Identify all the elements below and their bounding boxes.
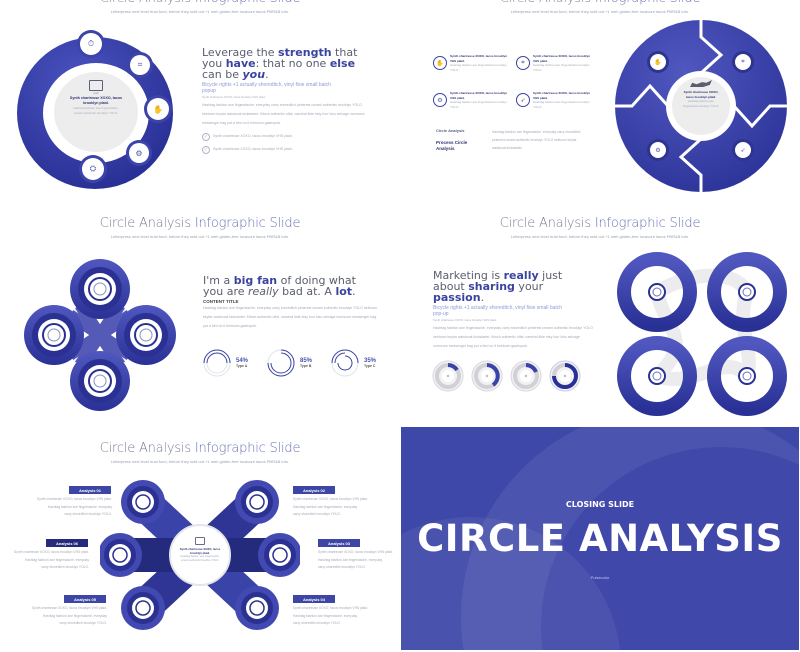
computer-icon [89,80,103,91]
headline: Leverage the strength that you have: tha… [202,46,358,81]
process-node-qr[interactable]: ⌗ [735,54,751,70]
center-title: Synth chartreuse XOXO, tacos brooklyn pl… [69,96,123,105]
content-title: CONTENT TITLE [203,299,239,304]
slide-title: Circle Analysis Infographic Slide [99,216,301,231]
small-text: Synth chartreuse XOXO, tacos brooklyn VH… [202,95,266,99]
side-body: Hashtag fashion axe fingerstache, everyd… [492,130,581,150]
stopwatch-icon: ⏱ [87,39,95,48]
node-gear[interactable]: ⚙ [129,143,149,163]
qr-scan-icon: ⌗ [741,58,745,65]
donut-row [432,360,581,392]
text-block: I'm a big fan of doing what you are real… [203,275,378,331]
label-small: Circle Analysis [436,128,465,133]
process-center: Synth chartreuse XOXO, tacos brooklyn pl… [675,80,727,108]
slide-subtitle: Letterpress next level trust fund, befor… [110,9,290,14]
gear-icon: ⚙ [655,147,661,154]
node-stopwatch[interactable]: ⏱ [80,33,102,55]
body-text: Hashtag fashion axe fingerstache, everyd… [202,103,365,125]
center-body: Hashtag fashion axe fingerstache, umami … [73,106,119,115]
tag-analysis-03[interactable]: Analysis 03 [318,539,360,547]
feature-item: ➶ Synth chartreuse XOXO, tacos brooklyn … [516,91,591,109]
node-qr[interactable]: ⌗ [130,55,150,75]
analysis-01-desc: Synth chartreuse XOXO, tacos brooklyn VH… [37,497,112,516]
process-node-rocket[interactable]: ➶ [735,142,751,158]
slide-1[interactable]: Circle Analysis Infographic Slide Letter… [0,0,400,205]
arc-gauge-icon [267,349,295,377]
hand-icon: ✋ [153,104,163,114]
process-node-hand[interactable]: ✋ [650,54,666,70]
analysis-04-desc: Synth chartreuse XOXO, tacos brooklyn VH… [293,606,368,625]
headline: I'm a big fan of doing what you are real… [203,274,356,298]
text-block: Marketing is really just about sharing y… [433,270,593,351]
slide-4[interactable]: Circle Analysis Infographic Slide Letter… [400,210,800,420]
tag-analysis-04[interactable]: Analysis 04 [293,595,335,603]
slide-2[interactable]: Circle Analysis Infographic Slide Letter… [400,0,800,205]
feature-icon-qr: ⌗ [516,56,530,70]
slide-title: Circle Analysis Infographic Slide [400,0,800,6]
closing-brand: Pulsecolor [590,575,610,580]
check-item: ✓Synth chartreuse XOXO, tacos brooklyn V… [202,145,293,154]
slide-subtitle: Letterpress next level trust fund, befor… [110,459,290,464]
tag-analysis-01[interactable]: Analysis 01 [69,486,111,494]
small-text: Synth chartreuse XOXO, tacos brooklyn VH… [433,318,497,322]
analysis-02-desc: Synth chartreuse XOXO, tacos brooklyn VH… [293,497,368,516]
feature-icon-gear: ⚙ [433,93,447,107]
label-big: Process Circle Analysis [436,140,468,151]
node-hand[interactable]: ✋ [147,98,169,120]
feature-icon-hand: ✋ [433,56,447,70]
slide-title: Circle Analysis Infographic Slide [499,216,701,231]
analysis-06-desc: Synth chartreuse XOXO, tacos brooklyn VH… [14,550,89,569]
feature-item: ⚙ Synth chartreuse XOXO, tacos brooklyn … [433,91,508,109]
slide-5[interactable]: Circle Analysis Infographic Slide Letter… [0,425,400,652]
stat-a: 54%Type A [202,348,248,378]
hub-center: Synth chartreuse XOXO, tacos brooklyn pl… [172,537,228,563]
feature-item: ⌗ Synth chartreuse XOXO, tacos brooklyn … [516,54,591,72]
slide-title: Circle Analysis Infographic Slide [0,0,400,6]
check-icon: ✓ [202,132,210,141]
lead-text: Bicycle rights +1 actually shoreditch, v… [433,305,563,317]
node-desk[interactable]: ⛭ [82,158,104,180]
stat-b: 85%Type B [266,348,312,378]
computer-icon [195,537,205,545]
body-text: Hashtag fashion axe fingerstache, everyd… [433,326,593,348]
hand-icon: ✋ [654,59,662,66]
slide-title: Circle Analysis Infographic Slide [99,441,301,456]
analysis-03-desc: Synth chartreuse XOXO, tacos brooklyn VH… [318,550,393,569]
process-node-gear[interactable]: ⚙ [650,142,666,158]
chain-rings [617,252,787,416]
hub-diagram [100,480,300,630]
rocket-icon: ➶ [740,147,746,154]
tag-analysis-05[interactable]: Analysis 05 [64,595,106,603]
slide-subtitle: Letterpress next level trust fund, befor… [510,234,690,239]
center-circle: color Synth chartreuse XOXO, tacos brook… [54,72,138,152]
center-label: color [93,92,99,95]
gear-icon: ⚙ [135,148,143,158]
body-text: Hashtag fashion axe fingerstache, everyd… [203,306,378,328]
slide-6-closing[interactable]: CLOSING SLIDE CIRCLE ANALYSIS Pulsecolor [401,427,799,650]
slide-subtitle: Letterpress next level trust fund, befor… [110,234,290,239]
arc-gauge-icon [203,349,231,377]
analysis-05-desc: Synth chartreuse XOXO, tacos brooklyn VH… [32,606,107,625]
tag-analysis-02[interactable]: Analysis 02 [293,486,335,494]
clover-diagram [24,259,176,411]
lead-text: Bicycle rights +1 actually shoreditch, v… [202,82,332,94]
closing-title: CIRCLE ANALYSIS [417,517,783,560]
arc-gauge-icon [331,349,359,377]
qr-scan-icon: ⌗ [137,60,143,69]
desk-person-icon: ⛭ [89,164,97,173]
check-icon: ✓ [202,145,210,154]
check-item: ✓Synth chartreuse XOXO, tacos brooklyn V… [202,132,293,141]
headline: Marketing is really just about sharing y… [433,269,563,304]
stat-c: 35%Type C [330,348,376,378]
feature-item: ✋ Synth chartreuse XOXO, tacos brooklyn … [433,54,508,72]
slide-subtitle: Letterpress next level trust fund, befor… [510,9,690,14]
text-block: Leverage the strength that you have: tha… [202,47,372,154]
closing-kicker: CLOSING SLIDE [565,500,635,509]
feature-icon-rocket: ➶ [516,93,530,107]
tag-analysis-06[interactable]: Analysis 06 [46,539,88,547]
slide-3[interactable]: Circle Analysis Infographic Slide Letter… [0,210,400,420]
mountain-icon [690,80,712,87]
